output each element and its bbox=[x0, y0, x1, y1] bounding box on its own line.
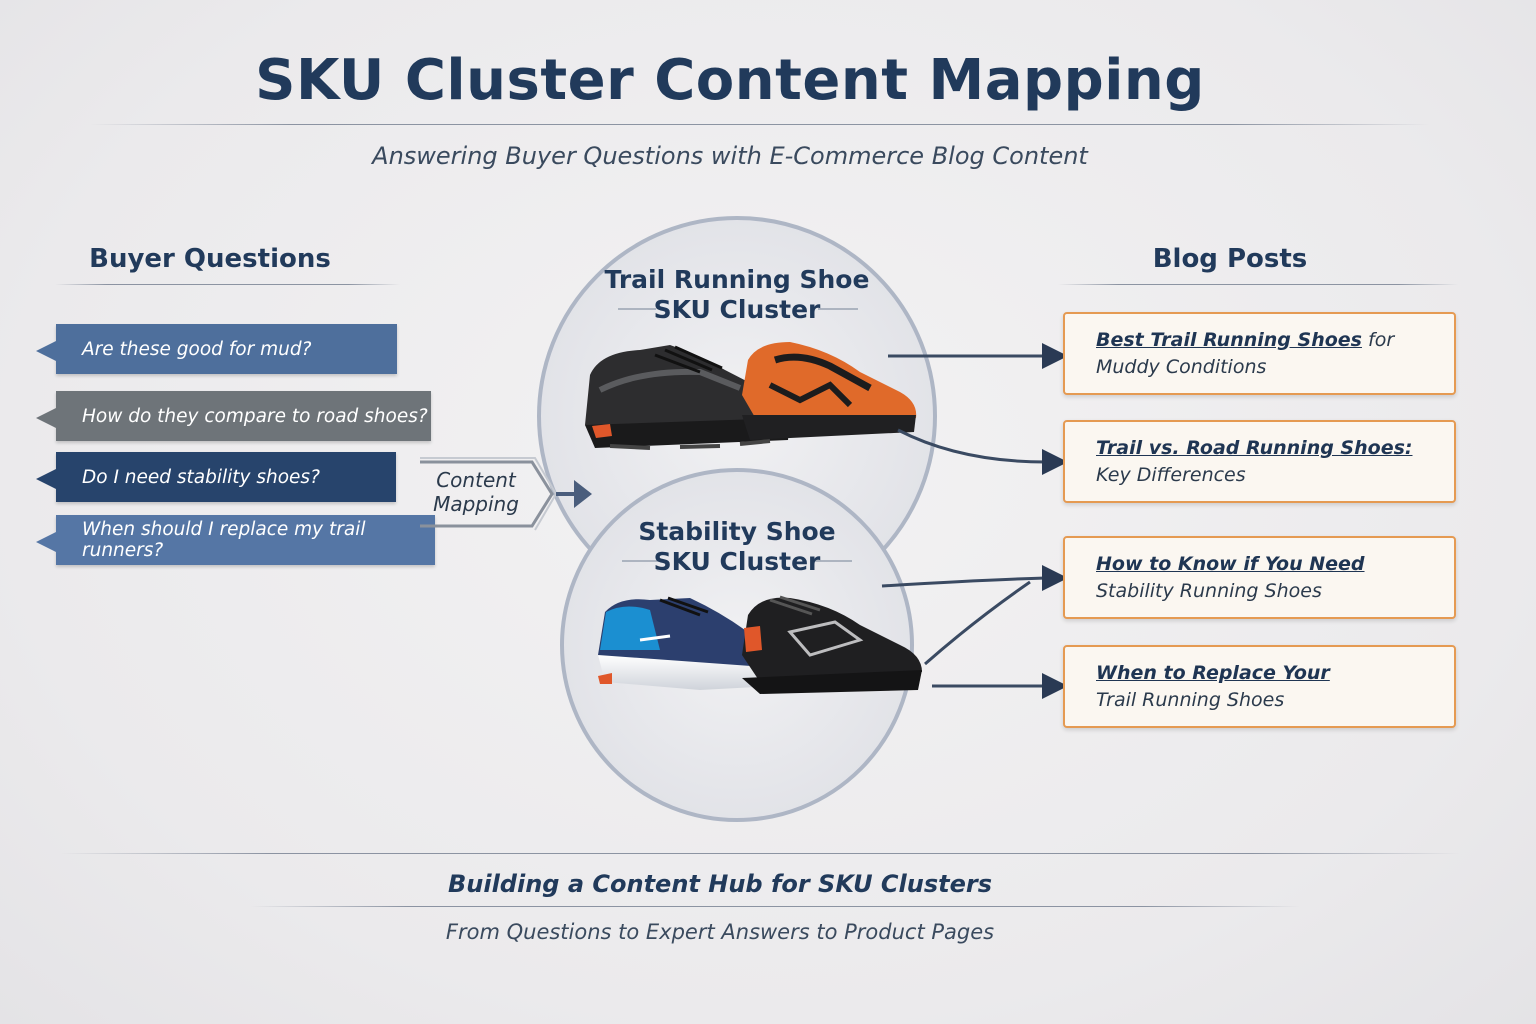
blog-posts-divider bbox=[1058, 284, 1458, 285]
blog-post-card[interactable]: Best Trail Running Shoes for Muddy Condi… bbox=[1063, 312, 1456, 395]
connector-arrowheads bbox=[1042, 343, 1068, 699]
page-subtitle: Answering Buyer Questions with E-Commerc… bbox=[372, 142, 1088, 170]
blog-post-subtitle: Stability Running Shoes bbox=[1096, 580, 1322, 602]
trail-cluster-title: Trail Running Shoe SKU Cluster bbox=[587, 265, 887, 325]
footer-divider-top bbox=[60, 853, 1460, 854]
page-title: SKU Cluster Content Mapping bbox=[255, 48, 1205, 113]
question-bubble[interactable]: How do they compare to road shoes? bbox=[36, 391, 431, 441]
question-text: Do I need stability shoes? bbox=[82, 466, 320, 488]
blog-post-title-link[interactable]: Best Trail Running Shoes bbox=[1096, 329, 1362, 351]
buyer-questions-heading: Buyer Questions bbox=[89, 244, 331, 274]
connector-arrows bbox=[881, 354, 1047, 688]
trail-shoe-orange-image bbox=[742, 342, 917, 440]
question-bubble[interactable]: Are these good for mud? bbox=[36, 324, 397, 374]
blog-post-subtitle: Trail Running Shoes bbox=[1096, 689, 1285, 711]
question-text: How do they compare to road shoes? bbox=[82, 405, 428, 427]
blog-post-subtitle: Key Differences bbox=[1096, 464, 1246, 486]
blog-post-card[interactable]: When to Replace Your Trail Running Shoes bbox=[1063, 645, 1456, 728]
blog-post-title-link[interactable]: When to Replace Your bbox=[1096, 662, 1330, 684]
blog-post-subtitle: for Muddy Conditions bbox=[1096, 329, 1395, 378]
stability-shoe-black-image bbox=[742, 595, 922, 694]
question-text: When should I replace my trail runners? bbox=[82, 519, 366, 561]
content-mapping-label: Content Mapping bbox=[424, 468, 528, 516]
footer-subtitle: From Questions to Expert Answers to Prod… bbox=[445, 920, 995, 944]
content-mapping-line1: Content bbox=[436, 468, 516, 492]
question-bubble[interactable]: Do I need stability shoes? bbox=[36, 452, 396, 502]
trail-cluster-line1: Trail Running Shoe bbox=[604, 265, 870, 294]
question-text: Are these good for mud? bbox=[82, 338, 312, 360]
connector-stability-to-post3 bbox=[881, 576, 1047, 588]
content-mapping-arrow bbox=[420, 457, 592, 531]
stability-cluster-line1: Stability Shoe bbox=[638, 517, 836, 546]
footer-divider-bottom bbox=[250, 906, 1300, 907]
buyer-questions-divider bbox=[55, 284, 400, 285]
question-bubble[interactable]: When should I replace my trail runners? bbox=[36, 515, 435, 565]
blog-post-title-link[interactable]: Trail vs. Road Running Shoes: bbox=[1096, 437, 1413, 459]
title-divider bbox=[90, 124, 1430, 125]
trail-shoe-black-image bbox=[585, 345, 790, 450]
stability-shoe-blue-image bbox=[598, 596, 779, 690]
content-mapping-line2: Mapping bbox=[433, 492, 519, 516]
stability-cluster-title: Stability Shoe SKU Cluster bbox=[587, 517, 887, 577]
stability-cluster-line2: SKU Cluster bbox=[653, 547, 821, 576]
trail-cluster-line2: SKU Cluster bbox=[653, 295, 821, 324]
footer-title: Building a Content Hub for SKU Clusters bbox=[447, 870, 993, 898]
blog-post-title-link[interactable]: How to Know if You Need bbox=[1096, 553, 1365, 575]
connector-trail-to-post2 bbox=[897, 428, 1047, 464]
blog-post-card[interactable]: Trail vs. Road Running Shoes: Key Differ… bbox=[1063, 420, 1456, 503]
blog-post-card[interactable]: How to Know if You Need Stability Runnin… bbox=[1063, 536, 1456, 619]
blog-posts-heading: Blog Posts bbox=[1152, 244, 1308, 274]
connector-stability-to-post3b bbox=[924, 580, 1031, 666]
